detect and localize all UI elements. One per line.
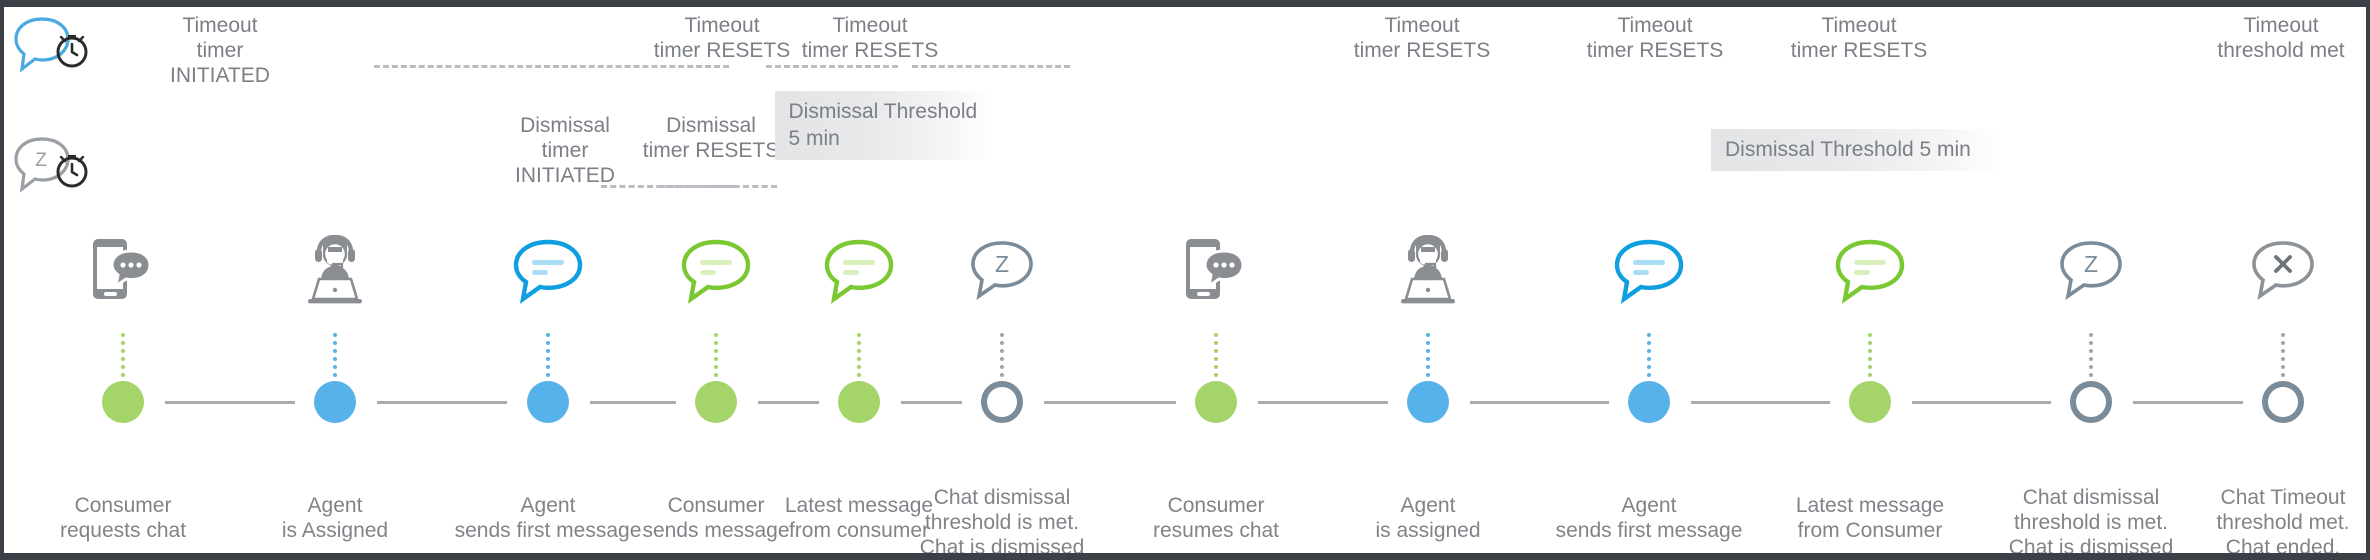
timeline-segment-8 — [1470, 401, 1609, 404]
timeline-dot-consumer-resumes-chat[interactable] — [1195, 381, 1237, 423]
timeline-dot-chat-dismissal-2[interactable] — [2070, 381, 2112, 423]
timeout-timer-annotation-2: Timeout timer RESETS — [653, 14, 791, 62]
timeline-segment-3 — [590, 401, 676, 404]
node-connector-consumer-requests-chat — [121, 333, 125, 377]
node-icon-chat-timeout-ended[interactable] — [2238, 235, 2328, 307]
node-connector-chat-timeout-ended — [2281, 333, 2285, 377]
timeout-timer-annotation-5: Timeout timer RESETS — [1586, 14, 1724, 62]
node-icon-agent-is-assigned-2[interactable] — [1383, 235, 1473, 307]
timeout-timer-annotation-3: Timeout timer RESETS — [801, 14, 939, 62]
timeline-dot-agent-sends-first-1[interactable] — [527, 381, 569, 423]
timeline-dot-chat-timeout-ended[interactable] — [2262, 381, 2304, 423]
node-label-consumer-resumes-chat: Consumer resumes chat — [1152, 494, 1280, 542]
timeline-dot-consumer-requests-chat[interactable] — [102, 381, 144, 423]
node-icon-consumer-sends-message[interactable] — [671, 235, 761, 307]
node-label-consumer-requests-chat: Consumer requests chat — [59, 494, 187, 542]
timeout-timer-annotation-6: Timeout timer RESETS — [1790, 14, 1928, 62]
dismissal-timer-legend: Z — [12, 135, 100, 202]
node-icon-chat-dismissal-2[interactable]: Z — [2046, 235, 2136, 307]
agent-laptop-icon — [308, 235, 362, 304]
node-connector-agent-is-assigned-1 — [333, 333, 337, 377]
timeline-dot-consumer-sends-message[interactable] — [695, 381, 737, 423]
node-label-agent-sends-first-2: Agent sends first message — [1555, 494, 1743, 542]
chat-bubble-green-icon — [1835, 239, 1905, 304]
dismissal-timer-bar-2 — [659, 185, 777, 188]
node-label-consumer-sends-message: Consumer sends message — [642, 494, 790, 542]
node-icon-consumer-resumes-chat[interactable] — [1171, 235, 1261, 307]
timeline-dot-agent-sends-first-2[interactable] — [1628, 381, 1670, 423]
chat-bubble-green-icon — [824, 239, 894, 304]
node-connector-agent-sends-first-2 — [1647, 333, 1651, 377]
timeout-timer-bar-1 — [374, 65, 729, 68]
timeline-dot-agent-is-assigned-1[interactable] — [314, 381, 356, 423]
chat-bubble-blue-icon — [513, 239, 583, 304]
timeline-dot-latest-message-consumer-2[interactable] — [1849, 381, 1891, 423]
node-connector-consumer-sends-message — [714, 333, 718, 377]
dismissal-threshold-chip-2: Dismissal Threshold 5 min — [1711, 129, 2001, 171]
node-icon-consumer-requests-chat[interactable] — [78, 235, 168, 307]
timeout-timer-annotation-4: Timeout timer RESETS — [1353, 14, 1491, 62]
chat-bubble-green-icon — [681, 239, 751, 304]
svg-text:Z: Z — [35, 150, 47, 171]
timeout-timer-bar-2 — [766, 65, 898, 68]
node-label-chat-dismissal-1: Chat dismissal threshold is met. Chat is… — [919, 486, 1085, 559]
timeline-segment-6 — [1044, 401, 1176, 404]
node-label-agent-is-assigned-1: Agent is Assigned — [281, 494, 389, 542]
timeline-segment-1 — [165, 401, 295, 404]
node-label-latest-message-consumer-1: Latest message from consumer — [784, 494, 934, 542]
node-label-agent-sends-first-1: Agent sends first message — [454, 494, 642, 542]
svg-text:Z: Z — [2084, 251, 2098, 277]
node-icon-agent-sends-first-2[interactable] — [1604, 235, 1694, 307]
timeline-dot-agent-is-assigned-2[interactable] — [1407, 381, 1449, 423]
dismissal-threshold-chip-1: Dismissal Threshold 5 min — [774, 91, 990, 160]
svg-text:Z: Z — [995, 251, 1009, 277]
chat-bubble-blue-icon — [1614, 239, 1684, 304]
phone-chat-icon — [1186, 239, 1245, 299]
timeline-segment-11 — [2133, 401, 2243, 404]
timeline-dot-chat-dismissal-1[interactable] — [981, 381, 1023, 423]
dismissal-timer-annotation-2: Dismissal timer RESETS — [642, 114, 780, 162]
node-label-latest-message-consumer-2: Latest message from Consumer — [1795, 494, 1945, 542]
node-connector-consumer-resumes-chat — [1214, 333, 1218, 377]
node-label-agent-is-assigned-2: Agent is assigned — [1375, 494, 1481, 542]
timeout-timer-legend — [12, 15, 100, 82]
node-connector-agent-is-assigned-2 — [1426, 333, 1430, 377]
chat-bubble-stopwatch-blue-icon — [14, 17, 88, 73]
timeline-segment-7 — [1258, 401, 1388, 404]
node-connector-agent-sends-first-1 — [546, 333, 550, 377]
node-icon-latest-message-consumer-2[interactable] — [1825, 235, 1915, 307]
timeout-timer-annotation-7: Timeout threshold met — [2217, 14, 2345, 62]
timeline-dot-latest-message-consumer-1[interactable] — [838, 381, 880, 423]
chat-bubble-z-icon: Z — [2060, 241, 2122, 300]
dismissal-timer-annotation-1: Dismissal timer INITIATED — [515, 114, 615, 187]
node-icon-agent-sends-first-1[interactable] — [503, 235, 593, 307]
agent-laptop-icon — [1401, 235, 1455, 304]
timeline-segment-5 — [901, 401, 962, 404]
timeout-timer-annotation-1: Timeout timer INITIATED — [170, 14, 270, 87]
chat-bubble-x-icon — [2252, 241, 2314, 300]
node-icon-latest-message-consumer-1[interactable] — [814, 235, 904, 307]
node-label-chat-timeout-ended: Chat Timeout threshold met. Chat ended. — [2216, 486, 2350, 559]
node-icon-agent-is-assigned-1[interactable] — [290, 235, 380, 307]
timeline-segment-2 — [377, 401, 507, 404]
node-connector-chat-dismissal-2 — [2089, 333, 2093, 377]
node-connector-latest-message-consumer-2 — [1868, 333, 1872, 377]
node-connector-latest-message-consumer-1 — [857, 333, 861, 377]
node-connector-chat-dismissal-1 — [1000, 333, 1004, 377]
timeout-timer-bar-3 — [912, 65, 1070, 68]
node-icon-chat-dismissal-1[interactable]: Z — [957, 235, 1047, 307]
chat-bubble-z-icon: Z — [971, 241, 1033, 300]
timeline-segment-9 — [1691, 401, 1830, 404]
chat-bubble-z-stopwatch-gray-icon: Z — [14, 137, 88, 193]
node-label-chat-dismissal-2: Chat dismissal threshold is met. Chat is… — [2008, 486, 2174, 559]
phone-chat-icon — [93, 239, 152, 299]
timeline-segment-4 — [758, 401, 819, 404]
timeline-segment-10 — [1912, 401, 2051, 404]
